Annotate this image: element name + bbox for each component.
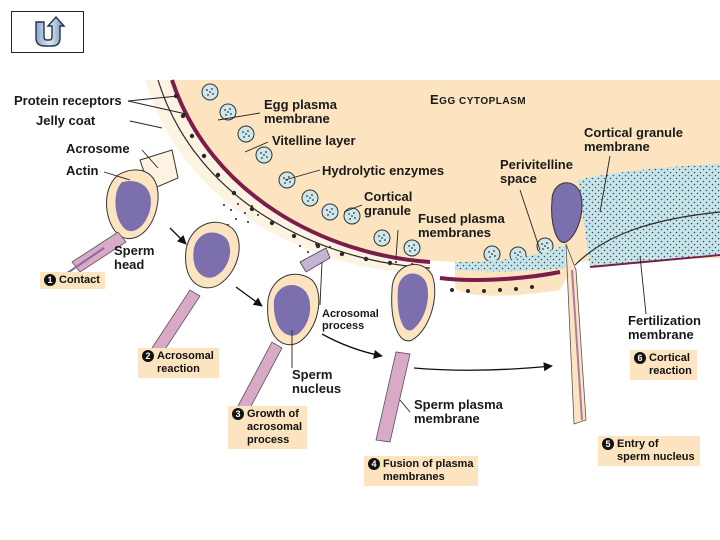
cortical-granule-membrane-label: Cortical granule membrane	[584, 126, 683, 154]
sperm-plasma-membrane-line1: Sperm plasma	[414, 397, 503, 412]
protein-receptors	[173, 93, 534, 293]
egg-cytoplasm-initial: E	[430, 92, 440, 107]
step-3-line2: acrosomal	[247, 421, 303, 433]
fertilization-membrane-label: Fertilization membrane	[628, 314, 701, 342]
vitelline-layer-label: Vitelline layer	[272, 133, 356, 148]
egg-plasma-membrane-line2: membrane	[264, 111, 330, 126]
egg-plasma-membrane-line1: Egg plasma	[264, 97, 337, 112]
step-1-text: Contact	[59, 274, 100, 286]
sperm-nucleus-line2: nucleus	[292, 381, 342, 396]
step-1-number: 1	[44, 274, 56, 286]
vitelline-layer	[157, 79, 431, 269]
step-2-line1: Acrosomal	[157, 350, 214, 362]
step-3-line1: Growth of	[247, 408, 299, 420]
sperm-head-label: Sperm head	[114, 244, 154, 272]
step-3-line3: process	[247, 434, 290, 446]
acrosomal-process-line1: Acrosomal	[322, 308, 379, 320]
egg-plasma-membrane-label: Egg plasma membrane	[264, 98, 337, 126]
step-4-line2: membranes	[383, 471, 445, 483]
fused-plasma-membranes-line1: Fused plasma	[418, 211, 505, 226]
protein-receptors-label: Protein receptors	[14, 93, 122, 108]
step-6-line1: Cortical	[649, 352, 690, 364]
step-5-number: 5	[602, 438, 614, 450]
step-4-line1: Fusion of plasma	[383, 458, 474, 470]
sperm-5	[551, 182, 587, 425]
sperm-nucleus-line1: Sperm	[292, 367, 333, 382]
cortical-granule-line1: Cortical	[364, 189, 413, 204]
fused-plasma-membranes-label: Fused plasma membranes	[418, 212, 505, 240]
sperm-head-line2: head	[114, 257, 145, 272]
step-6-number: 6	[634, 352, 646, 364]
leader-lines	[103, 95, 647, 413]
sperm-4	[375, 263, 436, 443]
sperm-plasma-membrane-line2: membrane	[414, 411, 480, 426]
step-2-line2: reaction	[157, 363, 200, 375]
cortical-granule-label: Cortical granule	[364, 190, 412, 218]
process-arrows	[169, 227, 553, 372]
cortical-granule-membrane-line2: membrane	[584, 139, 650, 154]
fertilization-membrane-line1: Fertilization	[628, 313, 701, 328]
perivitelline-space-line1: Perivitelline	[500, 157, 573, 172]
sperm-2	[151, 221, 240, 355]
acrosomal-process-line2: process	[322, 320, 365, 332]
cortical-granule-line2: granule	[364, 203, 411, 218]
perivitelline-space-line2: space	[500, 171, 537, 186]
perivitelline-space-label: Perivitelline space	[500, 158, 573, 186]
fused-membrane-segment	[439, 270, 561, 282]
hydrolytic-enzymes-label: Hydrolytic enzymes	[322, 163, 445, 178]
u-turn-back-icon	[35, 15, 66, 47]
egg-cytoplasm	[170, 80, 720, 296]
egg-cytoplasm-rest: GG CYTOPLASM	[439, 96, 527, 107]
egg-plasma-membrane	[170, 79, 431, 264]
sperm-3	[237, 247, 331, 413]
step-4-number: 4	[368, 458, 380, 470]
step-3-number: 3	[232, 408, 244, 420]
step-2-number: 2	[142, 350, 154, 362]
sperm-plasma-membrane-label: Sperm plasma membrane	[414, 398, 503, 426]
acrosomal-process-label: Acrosomal process	[322, 308, 379, 332]
jelly-coat-label: Jelly coat	[36, 113, 96, 128]
egg-cytoplasm-label: EGG CYTOPLASM	[430, 92, 526, 107]
back-button[interactable]	[11, 11, 84, 53]
step-6-line2: reaction	[649, 365, 692, 377]
fused-plasma-membranes-line2: membranes	[418, 225, 491, 240]
sperm-1	[59, 149, 179, 279]
fertilization-membrane-line2: membrane	[628, 327, 694, 342]
cortical-granule-membrane-line1: Cortical granule	[584, 125, 683, 140]
jelly-coat	[145, 80, 430, 275]
step-5-line2: sperm nucleus	[617, 451, 695, 463]
actin-label: Actin	[66, 163, 99, 178]
step-5-line1: Entry of	[617, 438, 659, 450]
sperm-head-line1: Sperm	[114, 243, 155, 258]
acrosome-label: Acrosome	[66, 141, 130, 156]
sperm-nucleus-label: Sperm nucleus	[292, 368, 341, 396]
